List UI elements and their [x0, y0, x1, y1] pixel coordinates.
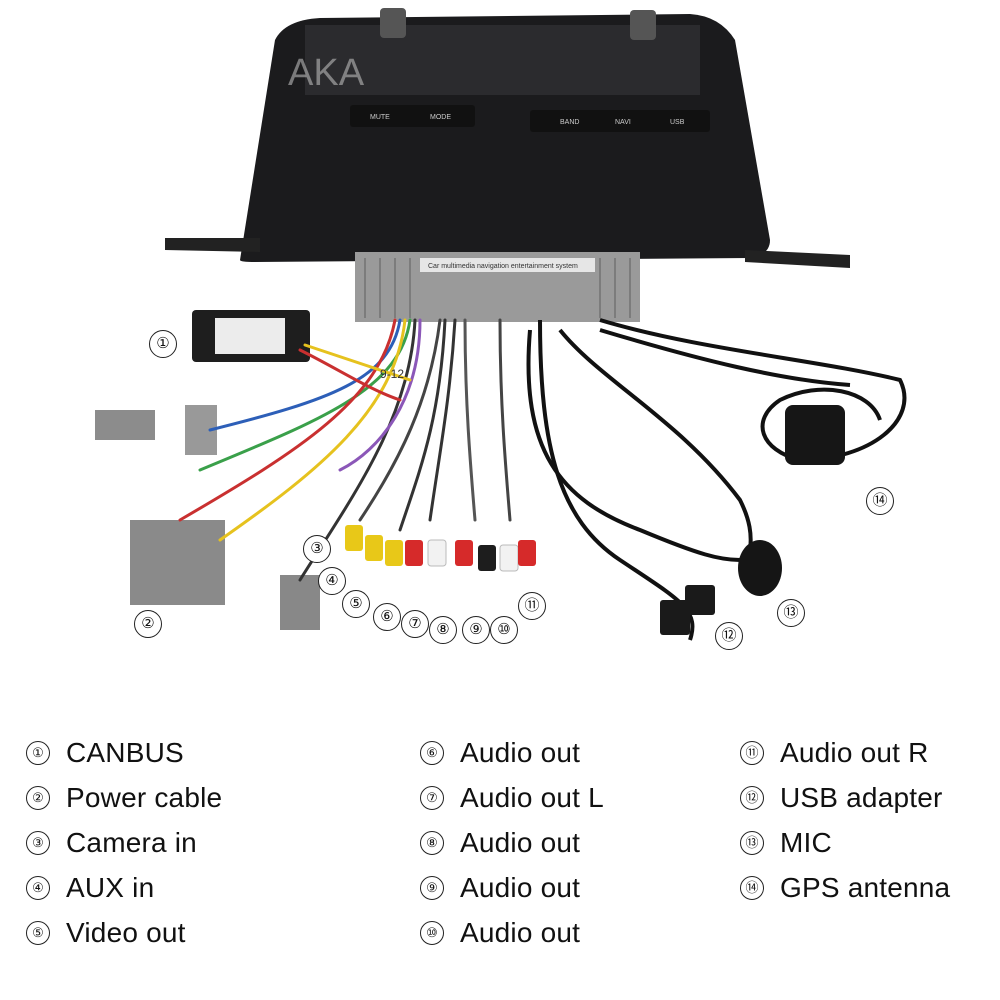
callout-10: ⑩: [490, 616, 518, 644]
head-unit: MUTE MODE BAND NAVI USB AKA: [165, 8, 850, 268]
mute-button-label: MUTE: [370, 114, 390, 121]
callout-11: ⑪: [518, 592, 546, 620]
callout-5: ⑤: [342, 590, 370, 618]
usb-adapter: [660, 585, 715, 635]
wiring-illustration: MUTE MODE BAND NAVI USB AKA Car multimed…: [95, 8, 907, 641]
callout-7: ⑦: [401, 610, 429, 638]
callout-9: ⑨: [462, 616, 490, 644]
mode-button-label: MODE: [430, 114, 451, 121]
unit-label: Car multimedia navigation entertainment …: [428, 263, 578, 270]
watermark: AKA: [288, 52, 365, 94]
callout-6: ⑥: [373, 603, 401, 631]
callout-8: ⑧: [429, 616, 457, 644]
callout-4: ④: [318, 567, 346, 595]
harness-tag: 9-12: [380, 367, 404, 381]
wire-harness: [178, 318, 512, 582]
navi-button-label: NAVI: [615, 119, 631, 126]
callout-14: ⑭: [866, 487, 894, 515]
power-connectors: [95, 405, 320, 630]
callout-13: ⑬: [777, 599, 805, 627]
mic: [738, 540, 782, 596]
gps-antenna: [785, 405, 845, 465]
callout-12: ⑫: [715, 622, 743, 650]
callout-2: ②: [134, 610, 162, 638]
callout-3: ③: [303, 535, 331, 563]
product-photo: MUTE MODE BAND NAVI USB AKA Car multimed…: [95, 8, 907, 650]
rca-plugs: [345, 525, 536, 572]
black-cables: [526, 318, 907, 641]
canbus-box: [192, 310, 310, 362]
usb-button-label: USB: [670, 119, 685, 126]
band-button-label: BAND: [560, 119, 579, 126]
chassis: Car multimedia navigation entertainment …: [355, 252, 640, 322]
callout-1: ①: [149, 330, 177, 358]
